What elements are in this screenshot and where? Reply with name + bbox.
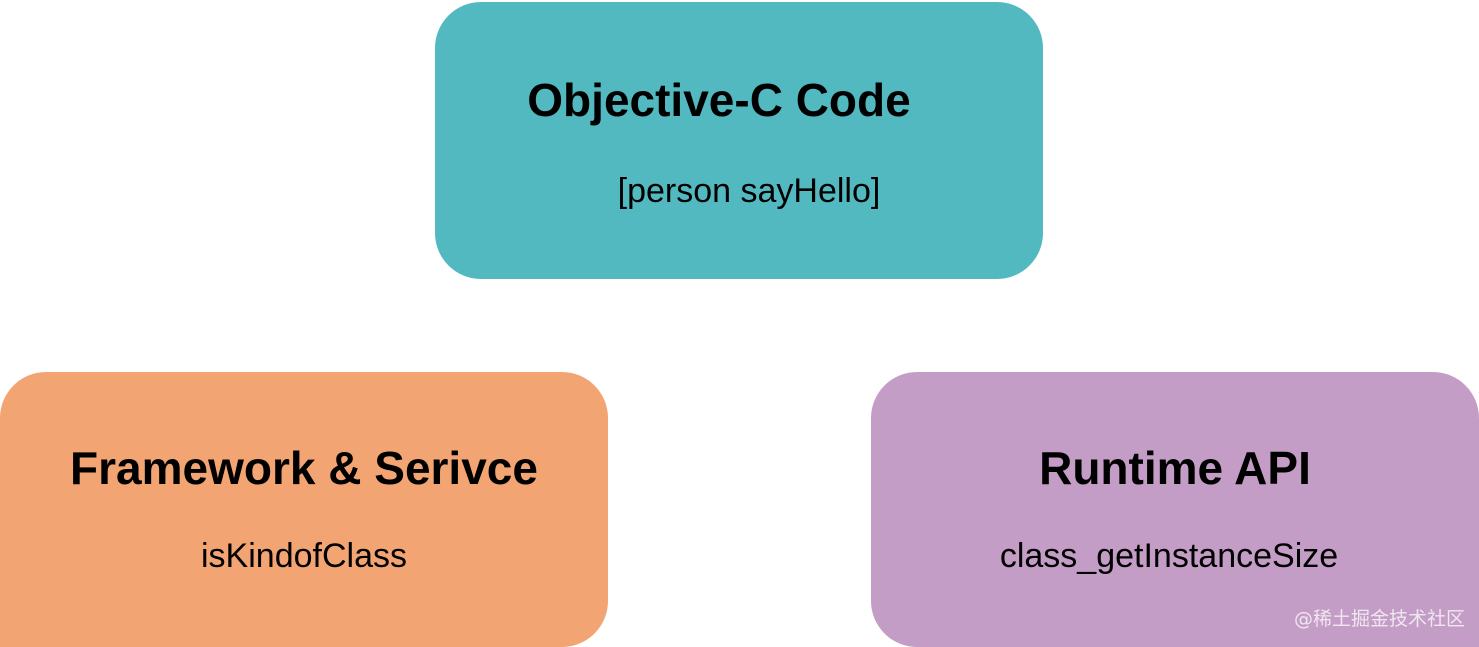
framework-service-example: isKindofClass [201,537,407,575]
runtime-api-title: Runtime API [1039,442,1311,494]
framework-service-title: Framework & Serivce [70,442,538,494]
watermark: @稀土掘金技术社区 [1293,608,1465,630]
objective-c-code-example: [person sayHello] [617,172,881,210]
runtime-api-box: Runtime API class_getInstanceSize @稀土掘金技… [871,372,1479,647]
objective-c-code-box: Objective-C Code [person sayHello] [435,2,1043,279]
framework-service-box: Framework & Serivce isKindofClass [0,372,608,647]
objective-c-code-title: Objective-C Code [527,74,911,126]
runtime-api-example: class_getInstanceSize [999,537,1339,575]
